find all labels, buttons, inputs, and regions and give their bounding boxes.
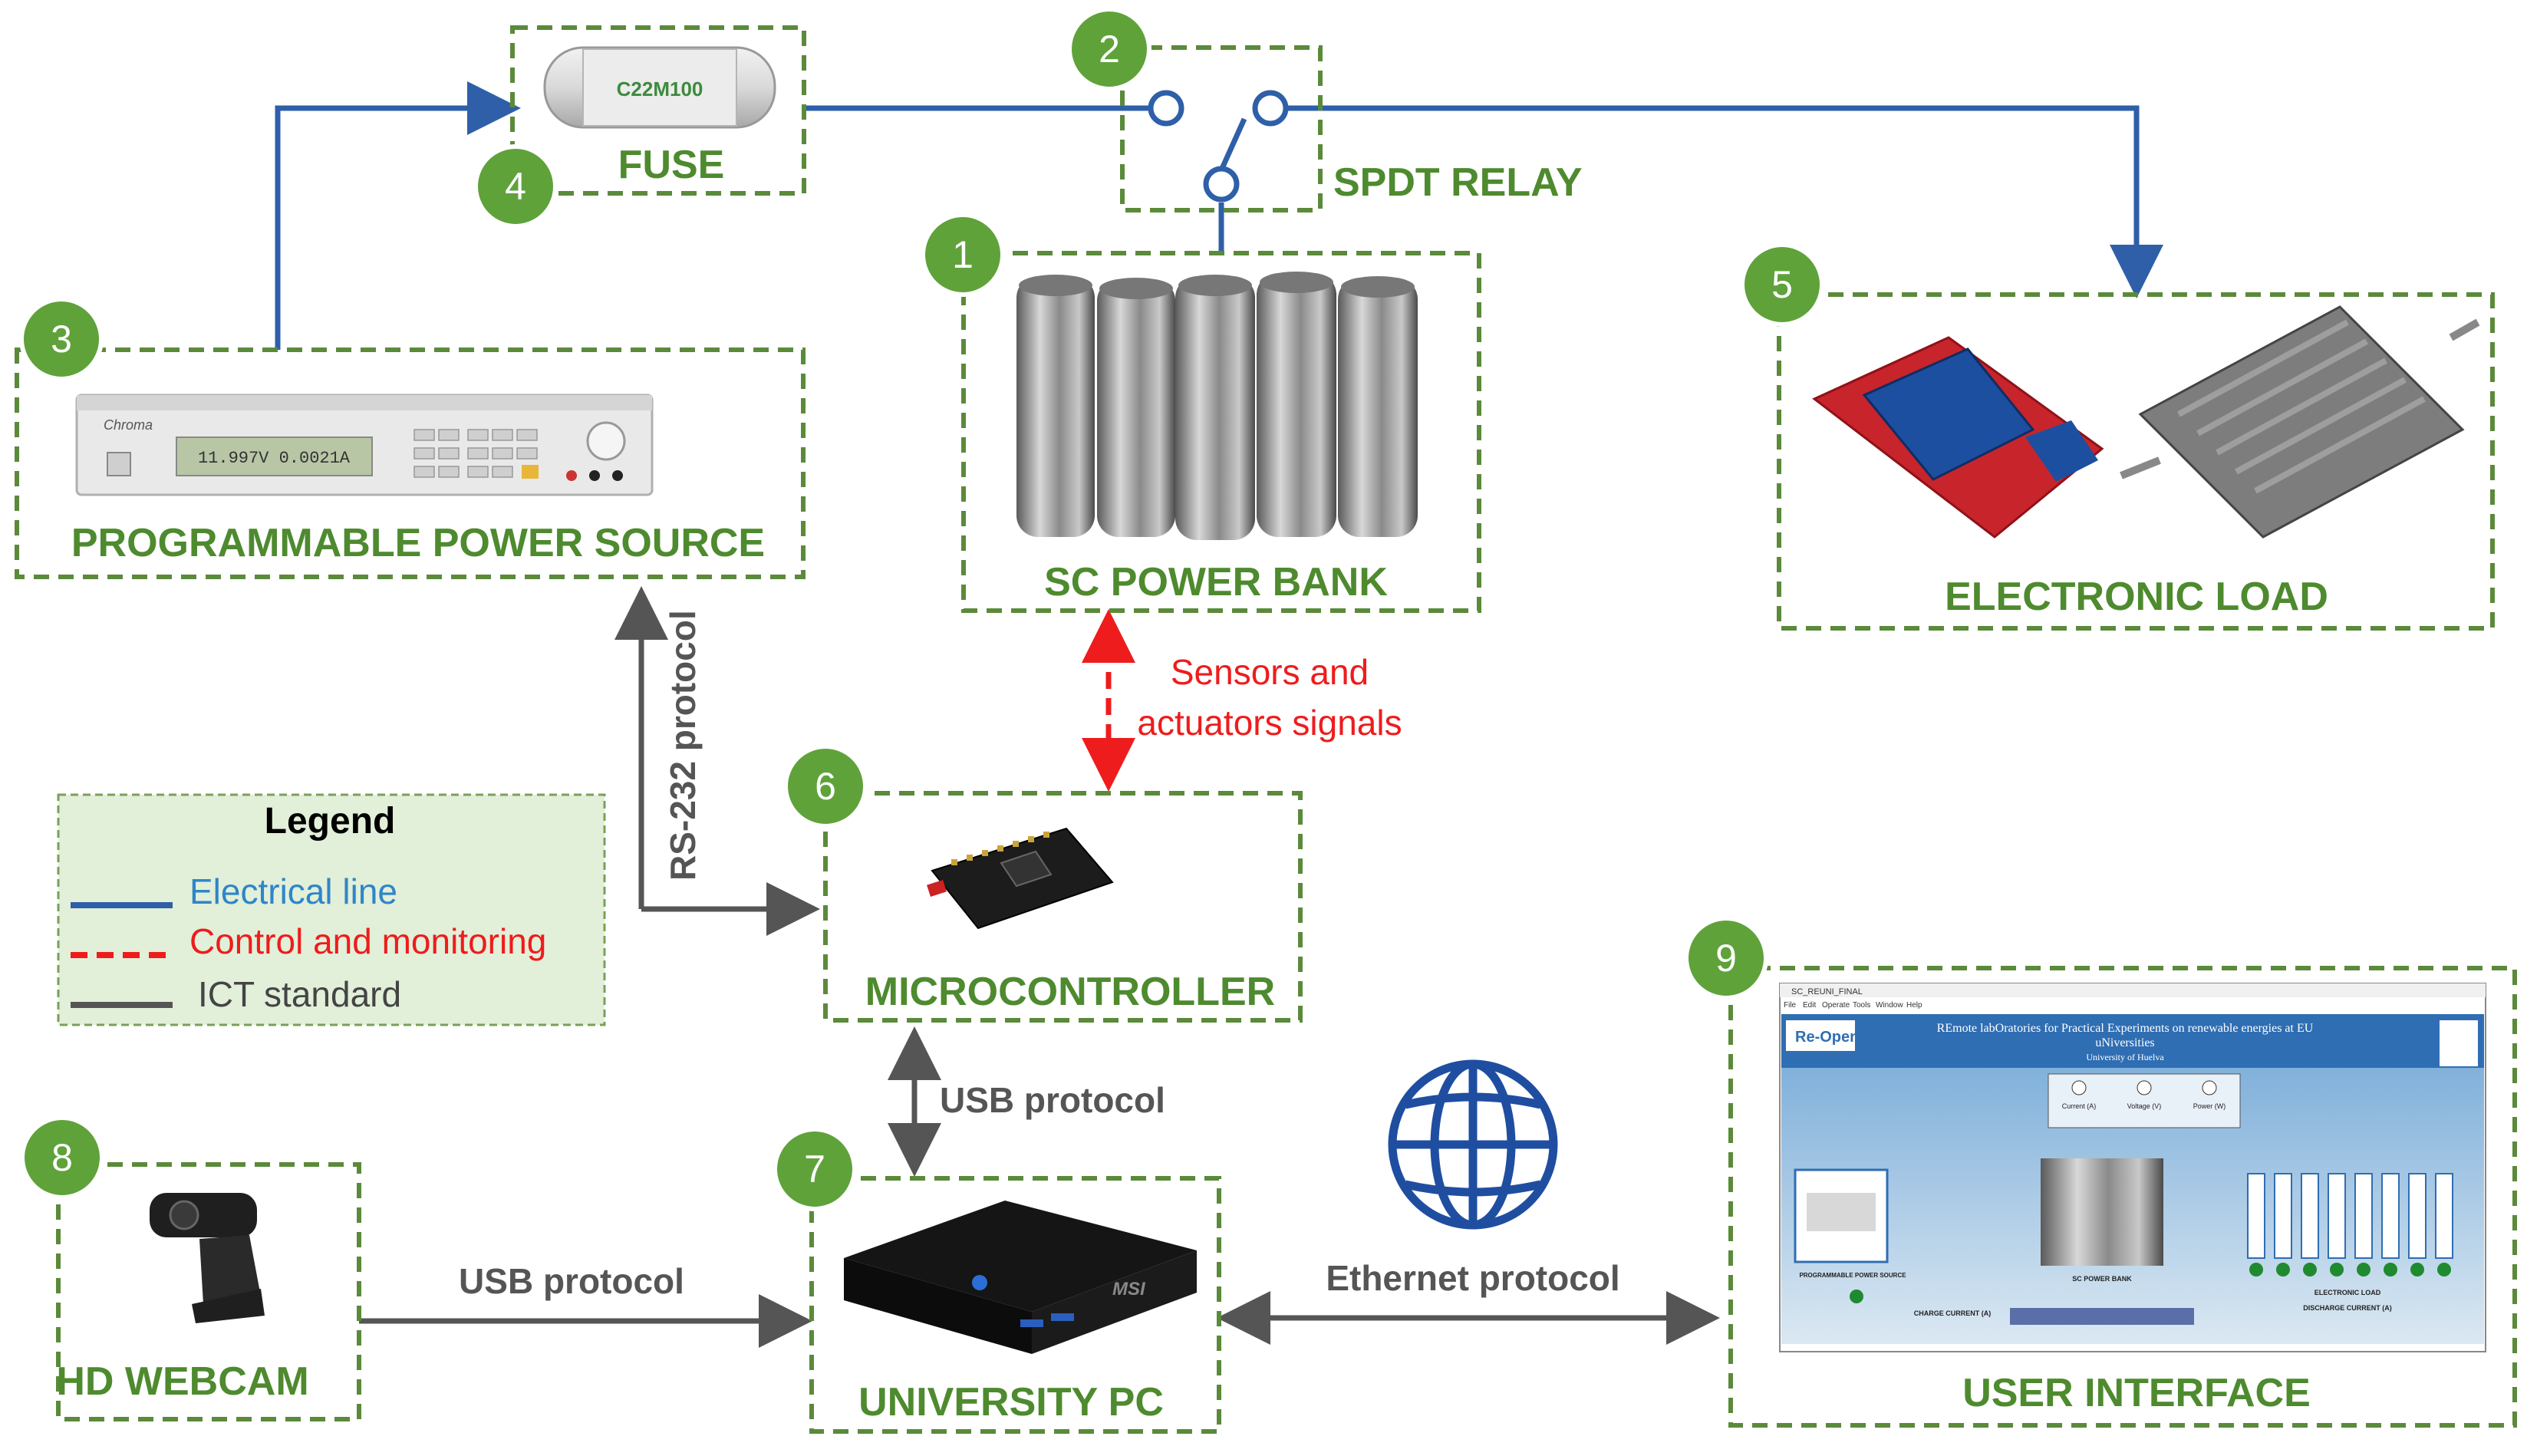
load-resistor-image: [2120, 305, 2480, 539]
usb-webcam-label: USB protocol: [459, 1261, 684, 1301]
sensors-label-line1: Sensors and: [1171, 652, 1369, 692]
badge-3-number: 3: [51, 318, 72, 361]
badge-8-number: 8: [51, 1136, 73, 1179]
ui-header-subtitle: uNiversities: [2095, 1036, 2154, 1049]
badge-1-number: 1: [952, 233, 974, 276]
hd-webcam-block: HD WEBCAM: [56, 1162, 361, 1421]
badge-1: 1: [921, 212, 1005, 297]
ui-window-title: SC_REUNI_FINAL: [1791, 987, 1863, 996]
ui-menu-window: Window: [1876, 1001, 1903, 1010]
badge-7-number: 7: [804, 1148, 825, 1191]
relay-contact-1: [1148, 90, 1184, 127]
ui-gauge-current: Current (A): [2062, 1102, 2097, 1110]
power-source-brand: Chroma: [104, 417, 153, 433]
spdt-relay-label: SPDT RELAY: [1333, 160, 1583, 205]
university-pc-label: UNIVERSITY PC: [858, 1380, 1164, 1425]
ui-logo: Re-Open: [1795, 1029, 1859, 1046]
ui-label-charge: CHARGE CURRENT (A): [1914, 1309, 1992, 1317]
relay-common-contact: [1203, 166, 1240, 203]
user-interface-label: USER INTERFACE: [1962, 1371, 2311, 1415]
ui-label-load: ELECTRONIC LOAD: [2314, 1289, 2381, 1296]
ui-menu-edit: Edit: [1803, 1001, 1816, 1010]
badge-2-number: 2: [1099, 28, 1120, 71]
badge-9: 9: [1684, 916, 1768, 1000]
mini-pc-image: MSI: [844, 1201, 1197, 1354]
relay-contact-2: [1252, 90, 1289, 127]
sc-power-bank-label: SC POWER BANK: [1044, 560, 1388, 604]
microcontroller-image: [927, 827, 1114, 930]
power-source-label: PROGRAMMABLE POWER SOURCE: [71, 521, 765, 565]
ui-university: University of Huelva: [2086, 1052, 2164, 1062]
sc-power-bank-block: SC POWER BANK: [961, 251, 1481, 613]
line-relay-to-load: [1284, 105, 2163, 298]
ethernet-label: Ethernet protocol: [1326, 1258, 1619, 1298]
usb-mcu-label: USB protocol: [940, 1080, 1165, 1120]
badge-8: 8: [20, 1115, 104, 1200]
legend-ict-label: ICT standard: [198, 974, 401, 1014]
ui-label-power-source: PROGRAMMABLE POWER SOURCE: [1799, 1272, 1906, 1279]
ui-header-title: REmote labOratories for Practical Experi…: [1937, 1022, 2314, 1035]
ui-menu-operate: Operate: [1822, 1001, 1850, 1010]
relay-switch-arm: [1217, 117, 1247, 173]
fuse-label: FUSE: [618, 143, 725, 187]
badge-5-number: 5: [1771, 263, 1793, 306]
rs232-label: RS-232 protocol: [663, 610, 703, 881]
legend: Legend Electrical line Control and monit…: [57, 793, 606, 1026]
ui-label-discharge: DISCHARGE CURRENT (A): [2303, 1304, 2392, 1312]
webcam-image: [150, 1193, 265, 1323]
fuse-marking: C22M100: [617, 77, 703, 100]
spdt-relay-block: SPDT RELAY: [1120, 45, 1583, 212]
ui-menu-tools: Tools: [1853, 1001, 1870, 1010]
power-source-display: 11.997V 0.0021A: [198, 449, 351, 468]
supercapacitors-image: [1016, 272, 1418, 540]
power-source-image: Chroma 11.997V 0.0021A: [75, 394, 654, 496]
ui-screenshot-image: SC_REUNI_FINAL File Edit Operate Tools W…: [1779, 983, 2486, 1352]
badge-7: 7: [773, 1127, 857, 1211]
electronic-load-block: ELECTRONIC LOAD: [1777, 292, 2495, 631]
user-interface-block: SC_REUNI_FINAL File Edit Operate Tools W…: [1728, 966, 2517, 1428]
badge-4-number: 4: [505, 165, 526, 208]
ui-label-power-bank: SC POWER BANK: [2072, 1275, 2132, 1283]
fuse-image: C22M100: [543, 46, 776, 129]
globe-icon: [1388, 1059, 1558, 1230]
electrical-lines: [275, 81, 2163, 350]
badge-6: 6: [783, 744, 868, 828]
power-source-block: Chroma 11.997V 0.0021A PROGRAMMABLE POWE…: [15, 348, 806, 579]
pc-brand: MSI: [1112, 1279, 1146, 1300]
ui-gauge-power: Power (W): [2193, 1102, 2226, 1110]
badge-4: 4: [473, 144, 558, 229]
badge-6-number: 6: [815, 765, 836, 808]
badge-9-number: 9: [1715, 937, 1737, 980]
sensors-label-line2: actuators signals: [1137, 703, 1402, 743]
ict-lines: [359, 586, 1720, 1348]
ui-gauge-voltage: Voltage (V): [2127, 1102, 2162, 1110]
line-source-to-fuse: [275, 81, 521, 350]
legend-title: Legend: [265, 801, 396, 842]
badge-3: 3: [19, 297, 104, 381]
hd-webcam-label: HD WEBCAM: [56, 1359, 308, 1404]
relay-module-image: [1812, 336, 2104, 539]
electronic-load-label: ELECTRONIC LOAD: [1945, 575, 2328, 619]
microcontroller-label: MICROCONTROLLER: [865, 970, 1275, 1014]
ui-menu-help: Help: [1906, 1001, 1922, 1010]
badge-2: 2: [1067, 7, 1151, 91]
microcontroller-block: MICROCONTROLLER: [823, 791, 1303, 1023]
badge-5: 5: [1740, 242, 1824, 327]
legend-electrical-label: Electrical line: [189, 871, 397, 911]
ui-menu-file: File: [1784, 1001, 1797, 1010]
legend-control-label: Control and monitoring: [189, 921, 546, 961]
university-pc-block: MSI UNIVERSITY PC: [809, 1176, 1221, 1434]
fuse-block: C22M100 FUSE: [510, 25, 806, 196]
